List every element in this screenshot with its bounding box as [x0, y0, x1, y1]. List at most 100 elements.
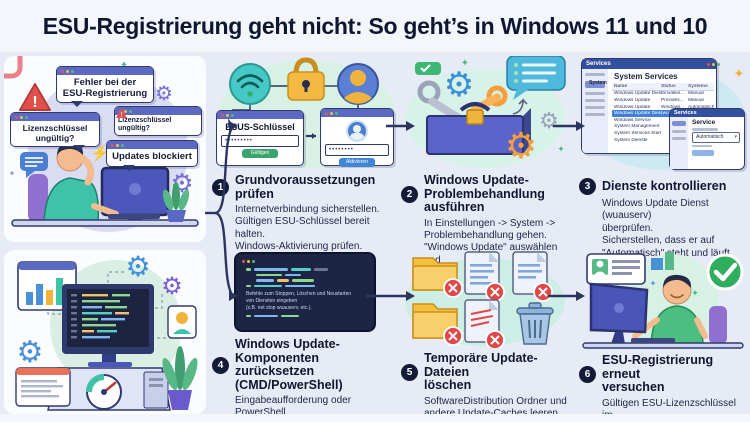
curved-arrow-icon: [512, 98, 528, 115]
code-line: [246, 268, 374, 271]
dialog-ok-button: [692, 150, 714, 156]
warning-triangle-icon: !: [116, 108, 127, 119]
step-number-badge: 2: [401, 185, 418, 203]
bubble-tail: [123, 164, 135, 177]
sparkle-icon: ✦: [9, 169, 16, 178]
plant: [162, 346, 198, 410]
title-bar: ESU-Registrierung geht nicht: So geht’s …: [0, 0, 750, 52]
sparkle-icon: ✦: [691, 288, 699, 298]
user-avatar-icon: [337, 63, 379, 105]
terminal-text: Befehle zum Stoppen, Löschen und Neustar…: [246, 291, 352, 311]
code-line: [246, 314, 374, 318]
speech-bubble-icon: [506, 55, 566, 100]
lightning-icon: ⚡: [91, 144, 110, 162]
step-number-badge: 5: [401, 363, 418, 381]
step-5: 5 Temporäre Update-Dateien löschen Softw…: [401, 250, 575, 422]
service-properties-dialog: Services Service Automatisch ▾: [669, 108, 745, 170]
updates-bubble-window: Updates blockiert: [106, 140, 198, 171]
services-window-title: Services: [586, 61, 611, 67]
col-startup: Systems: [688, 83, 708, 89]
window-dots-icon: [221, 113, 224, 117]
dialog-field-label: [692, 144, 712, 147]
step-1-art: ESUS-Schlüssel ••••••••• Gültigen ••••••…: [212, 56, 398, 170]
plant: [162, 182, 190, 222]
wifi-icon: [229, 63, 271, 105]
sidebar-item-system: System: [585, 80, 607, 88]
delete-badge-icon: [443, 326, 463, 346]
bar-chart-window: [17, 261, 77, 311]
step-number-badge: 1: [212, 179, 229, 196]
document-icon: [464, 251, 505, 302]
step-title: Grundvoraussetzungen prüfen: [235, 173, 376, 201]
service-row: System Services Start: [614, 130, 661, 136]
svg-text:!: !: [121, 112, 123, 119]
step-number-badge: 6: [579, 365, 596, 383]
document-icon: [512, 251, 553, 302]
services-sidebar: System: [582, 69, 608, 153]
password-input: ••••••••: [325, 144, 389, 156]
service-row: Windows Service: [614, 117, 651, 123]
account-avatar-icon: [346, 120, 368, 142]
wrench-icon: [470, 85, 508, 114]
window-title-bar: [107, 141, 197, 149]
mini-chart-icon: [651, 252, 674, 270]
delete-badge-icon: [533, 282, 553, 302]
gear-icon: ⚙: [125, 251, 150, 282]
sparkle-icon: ✦: [120, 60, 128, 71]
dialog-field-label: [692, 128, 718, 131]
window-dots-icon: [111, 143, 114, 147]
window-title-bar: [11, 113, 99, 121]
decor-corner: [4, 56, 23, 79]
dialog-sidebar: [670, 117, 688, 169]
keyboard: [108, 214, 160, 219]
gear-icon: ⚙: [539, 108, 559, 133]
sidebar-item-label: System: [589, 80, 607, 86]
window-dots-icon: [61, 69, 64, 73]
avatar-card-icon: [167, 305, 197, 339]
startup-type-dropdown: Automatisch ▾: [692, 131, 740, 143]
col-name: Name: [614, 83, 628, 89]
window-title-bar: [321, 109, 393, 117]
services-table-header: Name Status Systems: [612, 83, 714, 91]
step-1: ESUS-Schlüssel ••••••••• Gültigen ••••••…: [212, 56, 398, 254]
startup-type-value: Automatisch: [696, 133, 724, 140]
step-title: Temporäre Update-Dateien löschen: [424, 351, 538, 392]
toolbox-icon: [426, 102, 531, 155]
corrupt-document-icon: [464, 299, 505, 350]
esu-key-label: ESUS-Schlüssel: [225, 122, 295, 132]
code-monitor: [62, 284, 154, 367]
step-6-art: ✦ ✦: [579, 250, 748, 350]
step-5-art: [401, 250, 575, 350]
page-title: ESU-Registrierung geht nicht: So geht’s …: [42, 12, 708, 39]
window-title-bar: [217, 111, 303, 119]
step-2-art: ⚙ ⚙ ⚙ ✦ ✦: [401, 55, 575, 170]
sidebar-item: [585, 73, 605, 76]
license-bubble-window: Lizenzschlüssel ungültig?: [10, 112, 100, 152]
step-3-art: ✦ Services System System Services: [579, 56, 748, 174]
folder-icon: [412, 257, 463, 298]
gear-icon: ⚙: [505, 125, 537, 166]
license-warning-window: ! Lizenzschlüssel ungültig?: [114, 106, 202, 136]
error-bubble-text: Fehler bei der ESU-Registrierung: [62, 77, 148, 99]
sidebar-item: [585, 92, 605, 95]
step-title: Dienste kontrollieren: [602, 178, 727, 193]
col-status: Status: [661, 83, 676, 89]
arrow-right-icon: [306, 133, 316, 139]
dialog-tab: [672, 130, 686, 133]
sidebar-item: [585, 99, 605, 102]
sidebar-item: [585, 106, 605, 109]
step-2: ⚙ ⚙ ⚙ ✦ ✦: [401, 55, 575, 279]
esu-key-input: •••••••••: [221, 135, 299, 147]
gear-icon: ⚙: [161, 273, 183, 300]
step-body: Windows Update Dienst (wuauserv) überprü…: [602, 198, 733, 259]
desk-unit: [47, 367, 171, 411]
error-bubble-window: Fehler bei der ESU-Registrierung: [56, 66, 154, 108]
delete-badge-icon: [485, 330, 505, 350]
license-bubble-text: Lizenzschlüssel ungültig?: [22, 123, 88, 143]
window-dots-icon: [707, 62, 710, 66]
gauge-icon: [86, 374, 122, 410]
problem-illustration-panel: ! ⚙ ⚙ ✦ ✦ ⚡ ⚡: [4, 56, 206, 242]
